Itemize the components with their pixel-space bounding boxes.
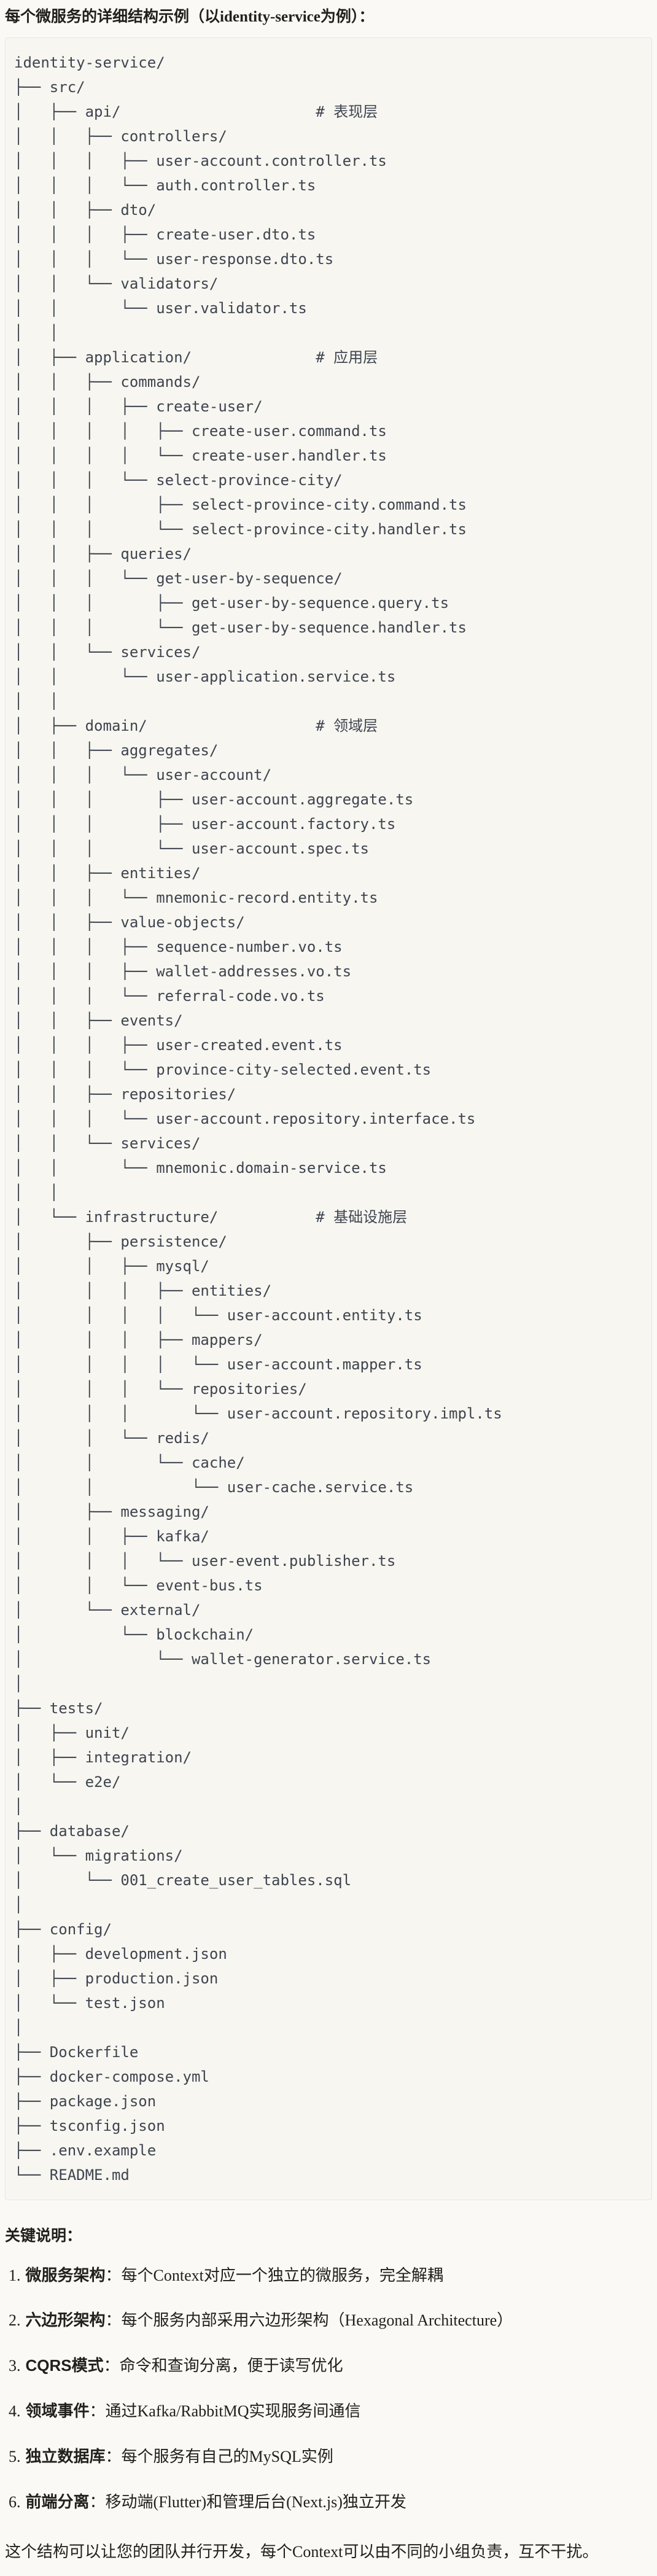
item-term: CQRS模式 bbox=[25, 2356, 104, 2375]
item-term: 独立数据库 bbox=[25, 2447, 106, 2466]
item-desc: 每个服务有自己的MySQL实例 bbox=[121, 2448, 333, 2466]
item-term: 六边形架构 bbox=[25, 2311, 106, 2330]
item-colon: ： bbox=[105, 2266, 122, 2284]
list-item: 3.CQRS模式：命令和查询分离，便于读写优化 bbox=[9, 2354, 652, 2378]
item-number: 4. bbox=[9, 2402, 21, 2421]
list-item: 5.独立数据库：每个服务有自己的MySQL实例 bbox=[9, 2445, 652, 2469]
item-desc: 通过Kafka/RabbitMQ实现服务间通信 bbox=[105, 2402, 361, 2421]
page-title: 每个微服务的详细结构示例（以identity-service为例）： bbox=[5, 9, 375, 25]
list-item: 4.领域事件：通过Kafka/RabbitMQ实现服务间通信 bbox=[9, 2400, 652, 2423]
item-number: 6. bbox=[9, 2493, 21, 2512]
item-desc: 命令和查询分离，便于读写优化 bbox=[119, 2357, 343, 2375]
item-number: 5. bbox=[9, 2448, 21, 2466]
item-term: 前端分离 bbox=[25, 2492, 90, 2512]
list-item: 6.前端分离：移动端(Flutter)和管理后台(Next.js)独立开发 bbox=[9, 2491, 652, 2514]
item-colon: ： bbox=[89, 2493, 106, 2512]
item-colon: ： bbox=[103, 2357, 120, 2375]
item-number: 1. bbox=[9, 2266, 21, 2284]
item-desc: 每个Context对应一个独立的微服务，完全解耦 bbox=[121, 2266, 443, 2284]
notes-heading: 关键说明： bbox=[5, 2227, 82, 2244]
directory-tree-code-block: identity-service/ ├── src/ │ ├── api/ # … bbox=[5, 37, 652, 2200]
notes-list: 1.微服务架构：每个Context对应一个独立的微服务，完全解耦 2.六边形架构… bbox=[5, 2264, 652, 2514]
item-desc: 每个服务内部采用六边形架构（Hexagonal Architecture） bbox=[121, 2311, 513, 2330]
item-colon: ： bbox=[105, 2311, 122, 2330]
item-desc: 移动端(Flutter)和管理后台(Next.js)独立开发 bbox=[105, 2493, 406, 2512]
item-term: 领域事件 bbox=[25, 2402, 90, 2421]
item-number: 2. bbox=[9, 2311, 21, 2330]
item-number: 3. bbox=[9, 2357, 21, 2375]
list-item: 1.微服务架构：每个Context对应一个独立的微服务，完全解耦 bbox=[9, 2264, 652, 2287]
item-colon: ： bbox=[105, 2448, 122, 2466]
list-item: 2.六边形架构：每个服务内部采用六边形架构（Hexagonal Architec… bbox=[9, 2309, 652, 2332]
item-term: 微服务架构 bbox=[25, 2265, 106, 2284]
item-colon: ： bbox=[89, 2402, 106, 2421]
footer-note: 这个结构可以让您的团队并行开发，每个Context可以由不同的小组负责，互不干扰… bbox=[5, 2542, 599, 2561]
